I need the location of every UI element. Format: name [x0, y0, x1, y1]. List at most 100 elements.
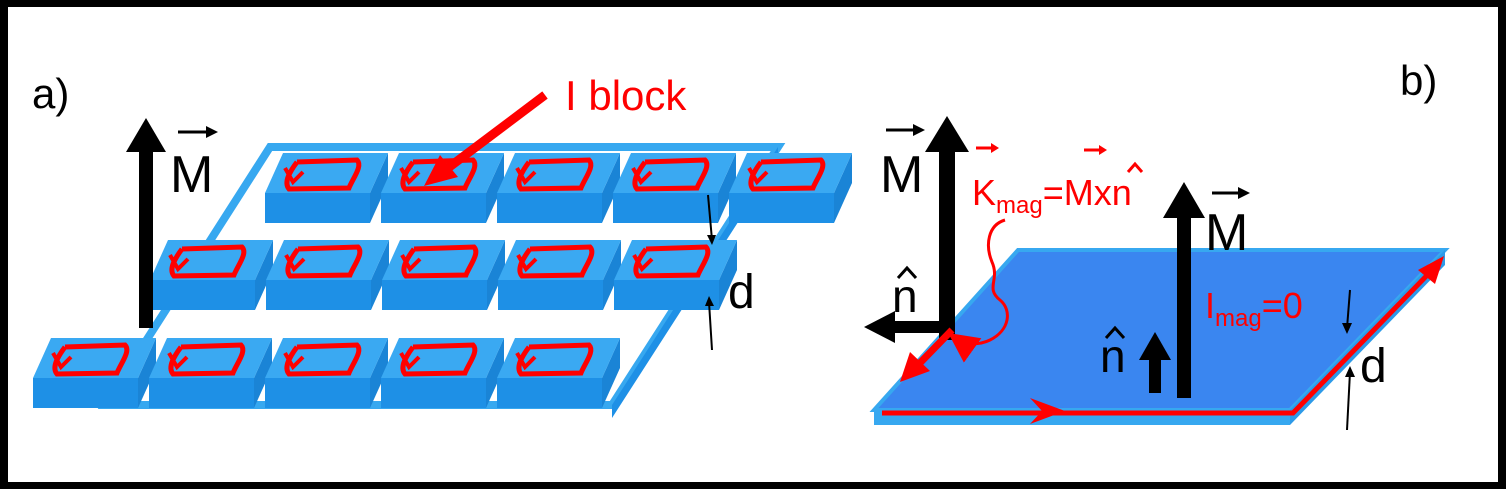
- n-hat-left: [896, 265, 918, 280]
- m-arrow-a: [126, 118, 166, 328]
- block-front-face: [265, 378, 370, 408]
- magnet-block: [497, 338, 620, 408]
- block-current-arrowhead: [400, 254, 422, 273]
- block-current-arrowhead: [515, 167, 537, 186]
- i-block-label: I block: [565, 72, 687, 119]
- magnet-block: [382, 240, 505, 310]
- n-hat-center: [1104, 325, 1126, 340]
- m-arrow-b: [925, 116, 969, 340]
- block-front-face: [729, 193, 834, 223]
- n-label-center: n: [1100, 330, 1126, 382]
- block-current-loop: [168, 342, 246, 377]
- n-arrow-left: [864, 311, 946, 343]
- block-current-arrowhead: [632, 254, 654, 273]
- block-front-face: [150, 280, 255, 310]
- block-front-face: [149, 378, 254, 408]
- block-current-loop: [400, 342, 478, 377]
- block-current-loop: [516, 157, 594, 192]
- m-vector-hat-a: [178, 126, 218, 138]
- block-side-face: [602, 338, 620, 408]
- block-side-face: [370, 338, 388, 408]
- block-current-loop: [400, 157, 478, 192]
- block-side-face: [255, 240, 273, 310]
- panel-b-label: b): [1400, 57, 1437, 104]
- block-current-loop: [284, 157, 362, 192]
- block-front-face: [613, 193, 718, 223]
- block-current-arrowhead: [51, 352, 73, 371]
- block-current-loop: [284, 342, 362, 377]
- magnet-block: [33, 338, 156, 408]
- m-vector-hat-center: [1212, 187, 1250, 199]
- block-front-face: [33, 378, 138, 408]
- block-side-face: [834, 153, 852, 223]
- k-arrow: [900, 327, 955, 382]
- block-current-loop: [52, 342, 130, 377]
- thickness-indicator-b: [1342, 289, 1355, 431]
- block-current-arrowhead: [283, 167, 305, 186]
- k-rhs: =Mxn: [1043, 172, 1132, 213]
- block-side-face: [254, 338, 272, 408]
- k-vector-hats: [976, 143, 1144, 173]
- block-current-arrowhead: [399, 167, 421, 186]
- block-array: [33, 153, 852, 408]
- panel-a-label: a): [32, 70, 69, 117]
- block-side-face: [486, 153, 504, 223]
- panel-b: M n Kmag=Mxn: [864, 57, 1450, 431]
- block-current-loop: [516, 342, 594, 377]
- block-current-arrowhead: [631, 167, 653, 186]
- block-side-face: [487, 240, 505, 310]
- block-side-face: [138, 338, 156, 408]
- block-current-loop: [517, 244, 595, 279]
- block-current-arrowhead: [399, 352, 421, 371]
- magnet-block: [266, 240, 389, 310]
- magnet-block: [498, 240, 621, 310]
- k-mag-label: Kmag=Mxn: [972, 172, 1132, 219]
- block-current-arrowhead: [516, 254, 538, 273]
- i-mag-label: Imag=0: [1205, 285, 1303, 332]
- block-current-loop: [633, 244, 711, 279]
- block-current-arrowhead: [747, 167, 769, 186]
- magnet-block: [729, 153, 852, 223]
- k-connector-squiggle: [948, 218, 1009, 363]
- block-front-face: [381, 193, 486, 223]
- block-side-face: [718, 153, 736, 223]
- block-side-face: [370, 153, 388, 223]
- block-front-face: [614, 280, 719, 310]
- magnet-block: [265, 338, 388, 408]
- i-sub: mag: [1215, 305, 1262, 332]
- i-rhs: =0: [1262, 285, 1303, 326]
- block-side-face: [486, 338, 504, 408]
- block-current-loop: [169, 244, 247, 279]
- m-arrow-center: [1163, 182, 1205, 398]
- d-label-a: d: [728, 266, 755, 319]
- block-front-face: [381, 378, 486, 408]
- block-current-loop: [285, 244, 363, 279]
- magnet-block: [381, 338, 504, 408]
- i-main: I: [1205, 285, 1215, 326]
- thickness-indicator-a: [705, 194, 716, 351]
- block-current-loop: [748, 157, 826, 192]
- d-label-b: d: [1360, 340, 1387, 393]
- magnet-block: [497, 153, 620, 223]
- magnet-block: [150, 240, 273, 310]
- m-label-a: M: [170, 146, 213, 204]
- block-front-face: [382, 280, 487, 310]
- k-sub: mag: [996, 192, 1043, 219]
- block-current-arrowhead: [167, 352, 189, 371]
- m-label-b: M: [880, 146, 923, 204]
- magnet-block: [149, 338, 272, 408]
- magnet-block: [614, 240, 737, 310]
- m-vector-hat-b: [886, 124, 925, 136]
- k-main: K: [972, 172, 996, 213]
- edge-current: [882, 256, 1444, 424]
- magnet-block: [265, 153, 388, 223]
- block-current-arrowhead: [284, 254, 306, 273]
- block-side-face: [719, 240, 737, 310]
- magnet-block: [381, 153, 504, 223]
- block-front-face: [497, 378, 602, 408]
- block-front-face: [266, 280, 371, 310]
- magnet-block: [613, 153, 736, 223]
- block-front-face: [498, 280, 603, 310]
- block-side-face: [371, 240, 389, 310]
